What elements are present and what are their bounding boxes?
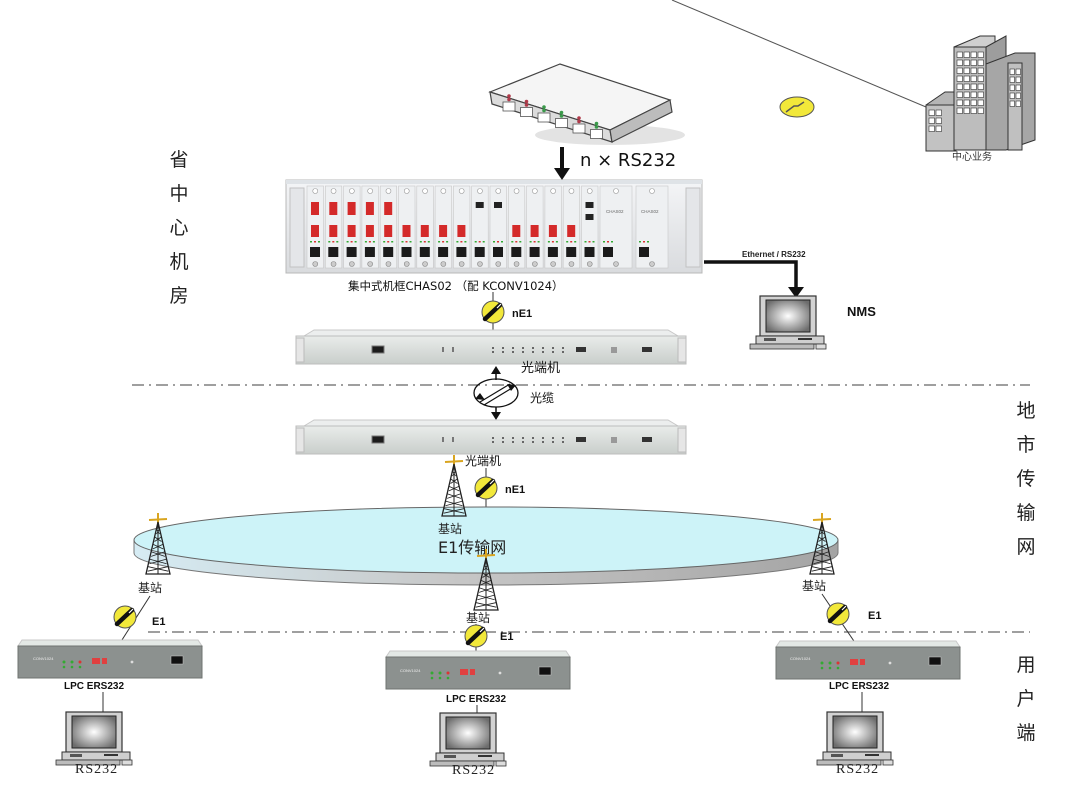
serial-server-device[interactable] xyxy=(488,63,685,145)
chassis-card-label-2: CHAS02 xyxy=(641,209,659,214)
chassis-card[interactable] xyxy=(581,185,599,269)
lpc-ers232-device-right[interactable] xyxy=(775,640,961,680)
base-station-tower-left[interactable] xyxy=(145,513,171,575)
chassis-card[interactable] xyxy=(343,185,361,269)
chassis-card[interactable] xyxy=(526,185,544,269)
upper-optical-terminal[interactable] xyxy=(295,329,687,365)
base-station-label-top: 基站 xyxy=(438,522,462,536)
base-station-tower-middle[interactable] xyxy=(473,549,499,611)
nms-label: NMS xyxy=(847,304,876,319)
rs232-computer-icon-right[interactable] xyxy=(816,711,894,766)
chassis-chas02[interactable] xyxy=(285,179,703,274)
ethernet-port xyxy=(555,118,568,128)
chassis-card[interactable] xyxy=(398,185,416,269)
lpc-label-middle: LPC ERS232 xyxy=(446,694,506,705)
rs232-computer-icon-middle[interactable] xyxy=(429,712,507,767)
e1-connector-icon-middle xyxy=(464,624,488,648)
chassis-label: 集中式机框CHAS02 （配 KCONV1024） xyxy=(348,279,564,293)
ring-label: E1传输网 xyxy=(438,538,506,557)
fiber-cable-label: 光缆 xyxy=(530,391,554,405)
chassis-card[interactable] xyxy=(416,185,434,269)
lower-terminal-label: 光端机 xyxy=(465,454,501,468)
ethernet-port xyxy=(502,101,516,112)
nms-link-label: Ethernet / RS232 xyxy=(742,250,806,259)
region-label-city: 地市传输网 xyxy=(1016,400,1036,558)
rs232-computer-icon-left[interactable] xyxy=(55,711,133,766)
lpc-brand-left: CONV1024 xyxy=(33,656,54,661)
upper-ne1-connector-icon xyxy=(481,300,505,324)
e1-transmission-ring[interactable] xyxy=(133,506,839,586)
e1-label-middle: E1 xyxy=(500,631,513,643)
chassis-card[interactable] xyxy=(379,185,398,269)
ethernet-connector-icon xyxy=(779,96,815,118)
ethernet-port xyxy=(520,107,533,117)
rs232-label-middle: RS232 xyxy=(452,763,495,778)
serial-label: n × RS232 xyxy=(580,150,676,171)
base-station-label-right: 基站 xyxy=(802,579,826,593)
lower-ne1-connector-icon xyxy=(474,476,498,500)
nms-link xyxy=(704,260,804,298)
base-station-tower-right[interactable] xyxy=(809,513,835,575)
chassis-card[interactable] xyxy=(599,185,633,269)
upper-ne1-label: nE1 xyxy=(512,308,532,320)
chassis-card[interactable] xyxy=(434,185,452,269)
e1-label-left: E1 xyxy=(152,616,165,628)
building-icon xyxy=(925,35,1036,152)
lpc-brand-middle: CONV1024 xyxy=(400,668,421,673)
lpc-brand-right: CONV1024 xyxy=(790,656,811,661)
fiber-cable-icon xyxy=(473,366,519,420)
lower-optical-terminal[interactable] xyxy=(295,419,687,455)
chassis-card[interactable] xyxy=(544,185,562,269)
e1-connector-icon-left xyxy=(113,605,137,629)
chassis-card[interactable] xyxy=(324,185,343,269)
chassis-card[interactable] xyxy=(507,185,526,269)
ethernet-port xyxy=(590,129,603,139)
chassis-card[interactable] xyxy=(635,185,669,269)
lower-ne1-label: nE1 xyxy=(505,484,525,496)
ethernet-port xyxy=(537,112,551,123)
chassis-card[interactable] xyxy=(562,185,581,269)
nms-computer-icon[interactable] xyxy=(749,295,827,350)
lpc-label-right: LPC ERS232 xyxy=(829,681,889,692)
e1-label-right: E1 xyxy=(868,610,881,622)
chassis-card[interactable] xyxy=(453,185,471,269)
base-station-label-left: 基站 xyxy=(138,581,162,595)
lpc-label-left: LPC ERS232 xyxy=(64,681,124,692)
chassis-card[interactable] xyxy=(471,185,489,269)
chassis-card-label-1: CHAS02 xyxy=(606,209,624,214)
region-label-user: 用户端 xyxy=(1016,654,1036,744)
ethernet-port xyxy=(572,123,586,134)
upper-terminal-label: 光端机 xyxy=(521,361,560,376)
rs232-label-left: RS232 xyxy=(75,762,118,777)
building-label: 中心业务 xyxy=(952,150,992,163)
base-station-label-middle: 基站 xyxy=(466,611,490,625)
rs232-label-right: RS232 xyxy=(836,762,879,777)
chassis-card[interactable] xyxy=(361,185,379,269)
ethernet-link xyxy=(671,0,927,108)
base-station-tower-top[interactable] xyxy=(441,455,467,517)
lpc-ers232-device-middle[interactable] xyxy=(385,650,571,690)
e1-connector-icon-right xyxy=(826,602,850,626)
serial-arrow xyxy=(554,147,570,180)
region-label-province: 省中心机房 xyxy=(169,149,189,307)
chassis-card[interactable] xyxy=(306,185,324,269)
lpc-ers232-device-left[interactable] xyxy=(17,639,203,679)
chassis-card[interactable] xyxy=(489,185,507,269)
